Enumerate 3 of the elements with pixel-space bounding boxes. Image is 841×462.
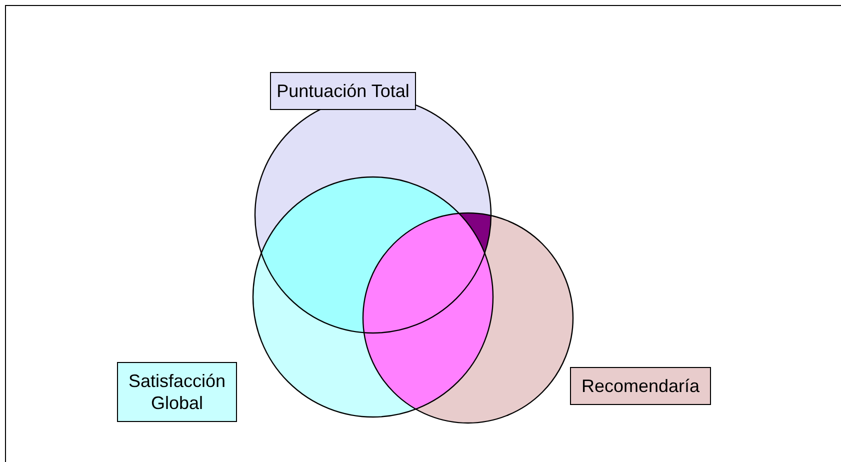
label-box: Puntuación Total [270, 72, 416, 110]
label-box: Satisfacción Global [117, 362, 237, 422]
label-box: Recomendaría [570, 367, 711, 405]
